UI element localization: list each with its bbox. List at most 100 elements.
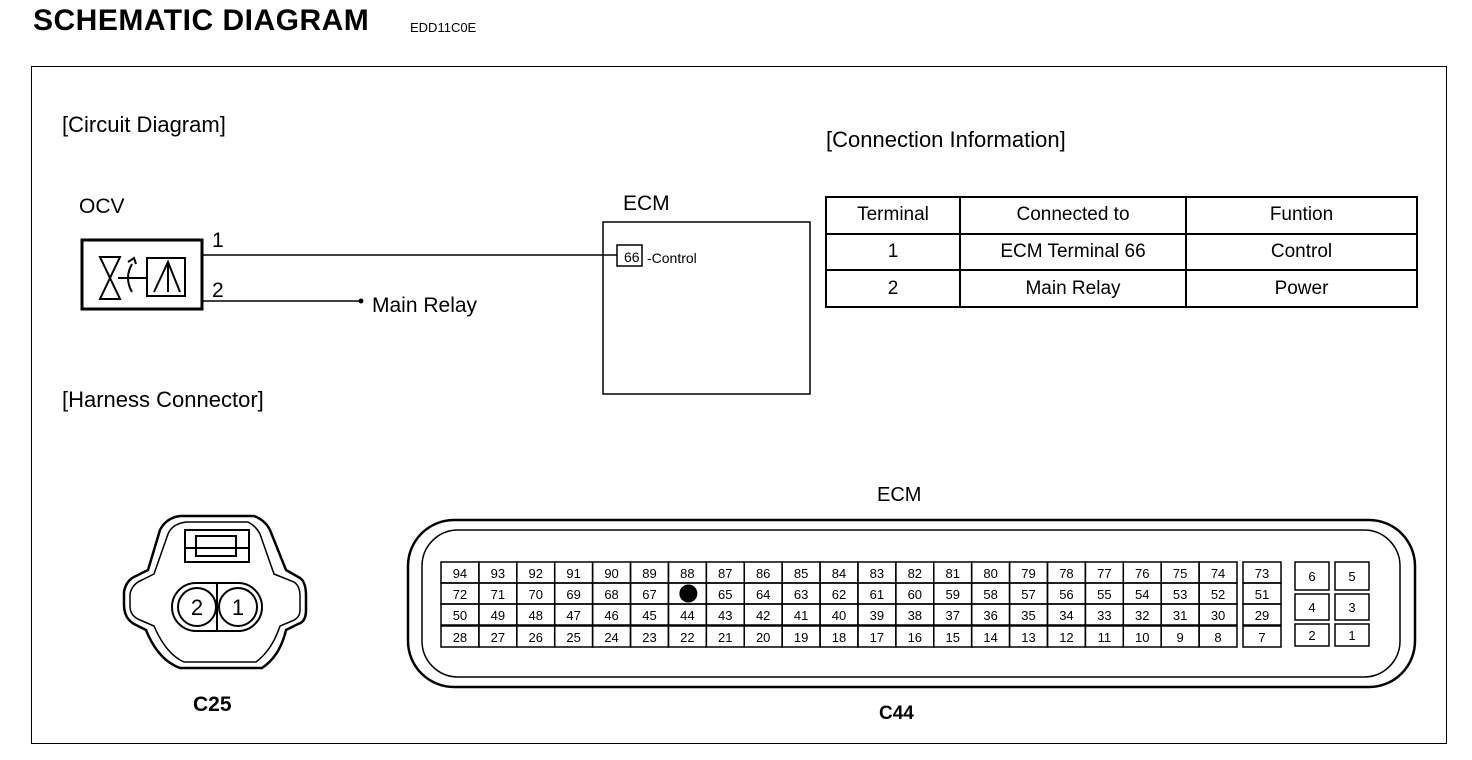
c44-pin: 69 — [566, 587, 580, 602]
c44-pin: 91 — [566, 566, 580, 581]
c44-pin: 42 — [756, 608, 770, 623]
ocv-pin-1-label: 1 — [212, 229, 224, 252]
c44-pin: 85 — [794, 566, 808, 581]
c44-pin: 76 — [1135, 566, 1149, 581]
c44-pin: 56 — [1059, 587, 1073, 602]
ocv-symbol — [80, 238, 204, 311]
c44-pin: 61 — [870, 587, 884, 602]
connection-table: Terminal Connected to Funtion 1 ECM Term… — [825, 196, 1418, 308]
c44-pin: 28 — [453, 630, 467, 645]
c44-pin: 30 — [1211, 608, 1225, 623]
c44-pin: 65 — [718, 587, 732, 602]
c44-pin: 9 — [1177, 630, 1184, 645]
c44-pin-cell — [1198, 603, 1238, 626]
c44-pin: 32 — [1135, 608, 1149, 623]
diagram-frame — [31, 66, 1447, 744]
header-function: Funtion — [1185, 196, 1418, 235]
c44-pin: 37 — [945, 608, 959, 623]
c44-pin: 26 — [529, 630, 543, 645]
c44-pin: 68 — [604, 587, 618, 602]
c44-pin: 82 — [908, 566, 922, 581]
c44-pin: 64 — [756, 587, 770, 602]
c44-pin: 33 — [1097, 608, 1111, 623]
c44-pin: 67 — [642, 587, 656, 602]
ocv-pin-2-label: 2 — [212, 279, 224, 302]
c25-pin-2: 2 — [191, 595, 203, 620]
c25-pin-1: 1 — [232, 595, 244, 620]
table-cell: Power — [1185, 269, 1418, 308]
c44-pin: 57 — [1021, 587, 1035, 602]
harness-connector-label: [Harness Connector] — [62, 387, 264, 412]
c44-pin: 71 — [491, 587, 505, 602]
table-cell: ECM Terminal 66 — [959, 232, 1187, 272]
c25-label: C25 — [193, 693, 232, 716]
c44-pin: 24 — [604, 630, 618, 645]
c44-pin: 54 — [1135, 587, 1149, 602]
ecm-box — [602, 221, 811, 395]
ecm-connector-label: ECM — [877, 484, 922, 506]
c44-pin: 8 — [1214, 630, 1221, 645]
c44-pin: 75 — [1173, 566, 1187, 581]
table-cell: 1 — [825, 232, 961, 272]
c44-pin-cell — [1334, 561, 1370, 591]
main-relay-label: Main Relay — [372, 294, 478, 317]
table-cell: 2 — [825, 269, 961, 308]
c44-pin: 78 — [1059, 566, 1073, 581]
table-row: 1 ECM Terminal 66 Control — [825, 232, 1418, 272]
c44-pin: 74 — [1211, 566, 1225, 581]
c44-pin: 27 — [491, 630, 505, 645]
ecm-terminal-box — [616, 244, 643, 267]
table-row: 2 Main Relay Power — [825, 269, 1418, 308]
c44-pin: 84 — [832, 566, 846, 581]
c44-connector-shell — [406, 518, 1417, 689]
c44-pin-cell — [1334, 593, 1370, 621]
c44-pin-cell — [1242, 625, 1282, 648]
c44-pin: 38 — [908, 608, 922, 623]
document-code: EDD11C0E — [410, 20, 477, 35]
ecm-terminal-number: 66 — [624, 249, 640, 265]
table-header-row: Terminal Connected to Funtion — [825, 196, 1418, 235]
c44-pin: 45 — [642, 608, 656, 623]
c44-pin: 3 — [1348, 600, 1355, 615]
c44-pin: 58 — [983, 587, 997, 602]
c44-pin: 80 — [983, 566, 997, 581]
ecm-box-label: ECM — [623, 192, 670, 215]
c44-pin: 77 — [1097, 566, 1111, 581]
c44-pin: 90 — [604, 566, 618, 581]
c44-pin: 13 — [1021, 630, 1035, 645]
header-terminal: Terminal — [825, 196, 961, 235]
c44-pin: 7 — [1258, 630, 1265, 645]
c44-pin: 53 — [1173, 587, 1187, 602]
c44-pin-cell — [1294, 561, 1330, 591]
header-connected-to: Connected to — [959, 196, 1187, 235]
c44-pin: 52 — [1211, 587, 1225, 602]
c44-pin: 94 — [453, 566, 467, 581]
c44-pin: 49 — [491, 608, 505, 623]
c44-pin-cell — [1242, 603, 1282, 626]
connection-info-label: [Connection Information] — [826, 127, 1066, 152]
c44-pin: 23 — [642, 630, 656, 645]
ecm-terminal-description: -Control — [647, 250, 697, 266]
c44-pin: 4 — [1308, 600, 1315, 615]
c44-pin: 11 — [1098, 630, 1112, 645]
c44-pin: 21 — [718, 630, 732, 645]
c44-pin: 34 — [1059, 608, 1073, 623]
page-title: SCHEMATIC DIAGRAM — [33, 4, 370, 37]
c44-pin: 35 — [1021, 608, 1035, 623]
c44-pin: 60 — [908, 587, 922, 602]
wiring — [202, 254, 617, 302]
c44-pin: 19 — [794, 630, 808, 645]
c44-pin: 50 — [453, 608, 467, 623]
c44-pin: 89 — [642, 566, 656, 581]
c44-pin: 63 — [794, 587, 808, 602]
c44-pin: 40 — [832, 608, 846, 623]
c44-pin: 18 — [832, 630, 846, 645]
c44-pin: 79 — [1021, 566, 1035, 581]
c44-pin: 36 — [983, 608, 997, 623]
ocv-label: OCV — [79, 195, 125, 218]
c44-pin: 41 — [794, 608, 808, 623]
table-cell: Control — [1185, 232, 1418, 272]
c44-pin-66-marker — [679, 584, 698, 603]
c44-pin: 48 — [529, 608, 543, 623]
